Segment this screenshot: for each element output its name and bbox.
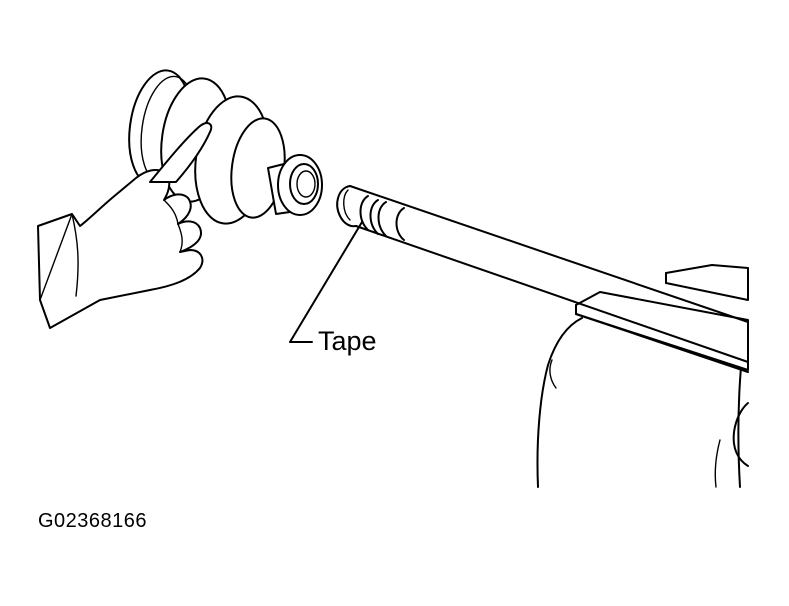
housing-brackets — [575, 264, 749, 373]
figure-code: G02368166 — [38, 510, 148, 532]
tape-callout-label: Tape — [318, 326, 377, 356]
drive-shaft — [336, 185, 749, 363]
callout-leader-line — [289, 221, 363, 343]
hand-holding-boot — [37, 122, 213, 329]
tape-wrap — [359, 195, 405, 241]
